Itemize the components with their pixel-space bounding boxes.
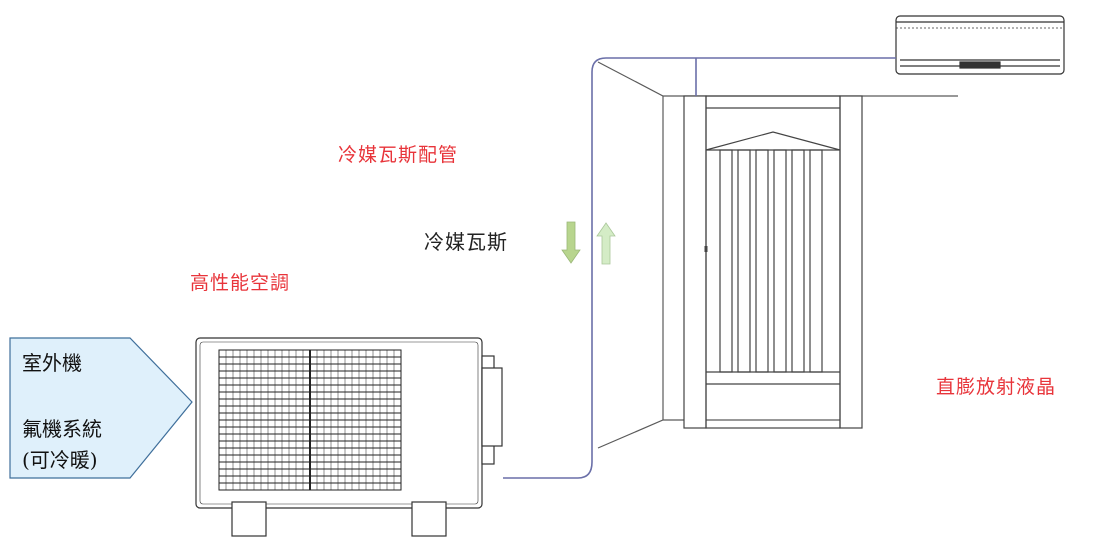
refrigerant-pipe-label: 冷媒瓦斯配管: [338, 144, 459, 166]
flow-arrows: [561, 221, 616, 265]
callout-text-outdoor: 室外機: [22, 351, 82, 375]
callout-text-mode: (可冷暖): [22, 448, 98, 472]
indoor-ac-unit: [895, 15, 1065, 75]
radiant-panel: [683, 95, 863, 429]
radiant-panel-label: 直膨放射液晶: [936, 376, 1057, 398]
arrow-up-icon: [596, 222, 616, 265]
refrigerant-gas-label: 冷媒瓦斯: [424, 230, 508, 254]
refrigerant-pipe: [503, 57, 896, 479]
callout-text-system: 氟機系統: [22, 417, 102, 441]
outdoor-unit-callout: [9, 337, 193, 479]
outdoor-unit: [195, 337, 503, 537]
arrow-down-icon: [561, 221, 581, 264]
hvac-label: 高性能空調: [190, 272, 291, 294]
room-walls: [597, 61, 958, 449]
